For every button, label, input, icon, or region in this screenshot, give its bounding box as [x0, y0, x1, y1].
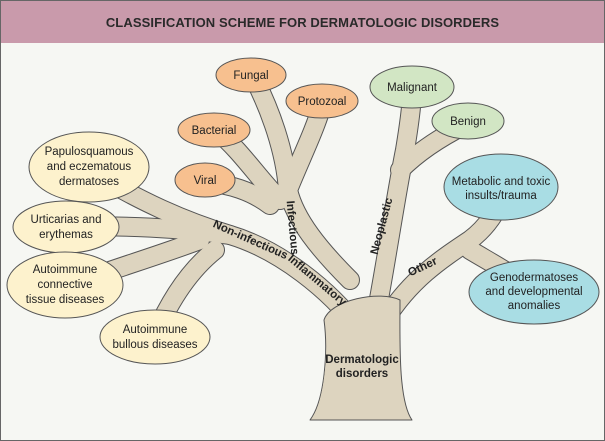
node-bacterial[interactable]: Bacterial: [177, 112, 251, 148]
node-text: Malignant: [387, 82, 438, 94]
infectious-label: Infectious: [284, 200, 301, 255]
node-text: Autoimmune: [33, 264, 98, 276]
node-text: Bacterial: [192, 125, 237, 137]
diagram-title: CLASSIFICATION SCHEME FOR DERMATOLOGIC D…: [105, 14, 500, 30]
node-text: Autoimmune: [123, 324, 188, 336]
non-infectious-nodes: Papulosquamous and eczematous dermatoses…: [6, 131, 211, 365]
infectious-nodes: Fungal Protozoal Bacterial Viral: [174, 57, 359, 198]
node-autoimmune-connective[interactable]: Autoimmune connective tissue diseases: [6, 251, 124, 319]
root-label-line2: disorders: [336, 368, 388, 380]
node-text: Genodermatoses: [490, 272, 578, 284]
node-metabolic[interactable]: Metabolic and toxic insults/trauma: [443, 153, 559, 221]
neoplastic-nodes: Malignant Benign: [369, 65, 505, 140]
node-text: Benign: [450, 116, 486, 128]
node-text: connective: [38, 279, 93, 291]
node-text: Urticarias and: [31, 214, 102, 226]
node-protozoal[interactable]: Protozoal: [285, 83, 359, 119]
node-genodermatoses[interactable]: Genodermatoses and developmental anomali…: [468, 259, 600, 325]
header-bar: CLASSIFICATION SCHEME FOR DERMATOLOGIC D…: [1, 1, 604, 43]
node-fungal[interactable]: Fungal: [215, 57, 287, 93]
root-label-line1: Dermatologic: [325, 354, 399, 366]
node-papulosquamous[interactable]: Papulosquamous and eczematous dermatoses: [28, 131, 150, 203]
node-text: tissue diseases: [26, 294, 105, 306]
node-malignant[interactable]: Malignant: [369, 65, 455, 109]
node-text: erythemas: [39, 229, 93, 241]
node-text: insults/trauma: [465, 190, 537, 202]
node-text: Metabolic and toxic: [452, 176, 551, 188]
node-text: and developmental: [485, 286, 582, 298]
node-text: anomalies: [508, 300, 561, 312]
other-nodes: Metabolic and toxic insults/trauma Genod…: [443, 153, 600, 325]
node-autoimmune-bullous[interactable]: Autoimmune bullous diseases: [99, 309, 211, 365]
node-text: dermatoses: [59, 176, 119, 188]
node-text: Protozoal: [298, 96, 347, 108]
node-text: Fungal: [233, 70, 268, 82]
node-viral[interactable]: Viral: [174, 162, 236, 198]
node-text: bullous diseases: [112, 339, 197, 351]
tree-branches: [60, 70, 540, 421]
node-text: Papulosquamous: [45, 146, 134, 158]
node-text: Viral: [194, 175, 217, 187]
node-benign[interactable]: Benign: [431, 102, 505, 140]
node-text: and eczematous: [47, 161, 132, 173]
node-urticarias[interactable]: Urticarias and erythemas: [12, 200, 120, 254]
